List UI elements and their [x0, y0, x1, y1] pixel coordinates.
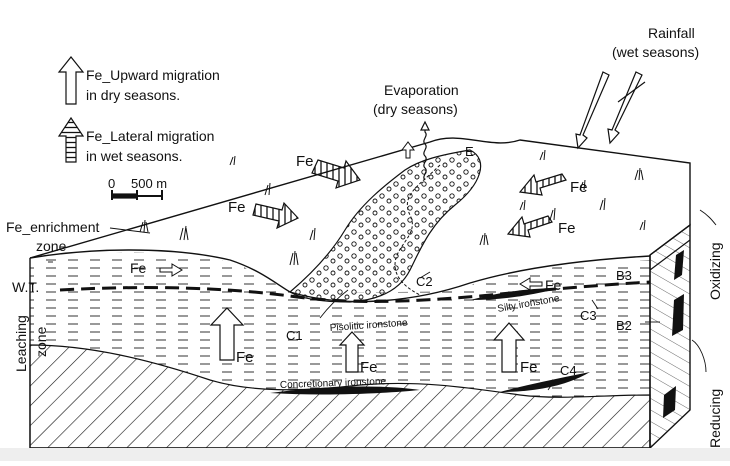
label-b2: B2 [616, 318, 632, 333]
label-b3: B3 [616, 268, 632, 283]
side-face [649, 223, 691, 450]
label-c2: C2 [416, 274, 433, 289]
rainfall-arrows [575, 71, 646, 150]
fe-label-top-1: Fe [296, 153, 314, 170]
label-e: E [465, 144, 474, 159]
rainfall-line2: (wet seasons) [612, 44, 699, 60]
legend-lateral-arrow-icon [57, 116, 85, 163]
top-surface-outline [29, 137, 691, 259]
side-lens-2 [672, 294, 684, 336]
leaching-line2: zone [33, 326, 49, 357]
side-face-outline [649, 223, 691, 450]
fe-label-leach-2: Fe [360, 359, 378, 376]
legend-lateral-line1: Fe_Lateral migration [86, 128, 214, 144]
fe-label-enrich-1: Fe [130, 260, 147, 276]
fe-label-top-2: Fe [228, 199, 246, 216]
concretionary-ironstone-lens-2 [500, 372, 590, 392]
evaporation-line1: Evaporation [384, 82, 459, 98]
label-c1: C1 [286, 328, 303, 343]
water-table-label: W.T. [12, 279, 39, 295]
silty-ironstone-lens [470, 288, 560, 300]
fe-enrichment-line1: Fe_enrichment [6, 219, 99, 235]
fe-label-enrich-2: Fe [545, 277, 562, 293]
concretionary-ironstone-label: Concretionary ironstone [280, 376, 387, 391]
top-surface [29, 137, 691, 303]
rainfall-line1: Rainfall [648, 25, 695, 41]
lateral-arrow-4 [506, 215, 553, 238]
oxidizing-label: Oxidizing [707, 242, 723, 300]
leaching-line1: Leaching [13, 315, 29, 372]
legend-upward-line2: in dry seasons. [86, 87, 180, 103]
rain-leader [617, 81, 646, 103]
side-lens-3 [663, 386, 676, 418]
fe-label-leach-1: Fe [236, 349, 254, 366]
scale-zero: 0 [108, 176, 115, 191]
fe-label-leach-3: Fe [520, 359, 538, 376]
upward-arrow-2 [338, 331, 366, 373]
rain-arrow-1 [575, 71, 610, 150]
upward-arrow-3 [492, 322, 526, 373]
pisolitic-channel [288, 149, 482, 303]
legend-upward-line1: Fe_Upward migration [86, 67, 220, 83]
bottom-bar [0, 448, 730, 461]
lateral-arrow-3 [518, 173, 567, 196]
leader-lines [48, 209, 717, 391]
concretionary-ironstone-lens [270, 386, 420, 395]
label-c4: C4 [560, 363, 577, 378]
small-arrows [159, 141, 543, 291]
lateral-arrows [252, 159, 567, 238]
fe-enrichment-line2: zone [36, 238, 67, 254]
water-table-line [59, 280, 651, 303]
lateral-arrow-2 [252, 201, 299, 230]
side-surface-line [649, 239, 691, 271]
grass-tufts [139, 149, 646, 266]
pisolitic-ironstone-label: Pisolitic ironstone [329, 318, 408, 334]
reducing-label: Reducing [707, 389, 723, 448]
scale-label: 500 m [131, 176, 167, 191]
legend-upward-arrow-icon [57, 56, 85, 105]
upward-arrow-1 [209, 307, 245, 361]
rain-arrow-2 [607, 71, 643, 145]
channel-meander [394, 164, 441, 296]
legend-lateral-line2: in wet seasons. [86, 148, 183, 164]
evaporation-arrow [420, 120, 430, 181]
evaporation-line2: (dry seasons) [373, 101, 458, 117]
leaching-zone-layer [30, 290, 650, 398]
fe-label-top-4: Fe [558, 220, 576, 237]
fe-label-top-3: Fe [570, 179, 588, 196]
label-c3: C3 [580, 308, 597, 323]
lateral-arrow-1 [311, 159, 361, 189]
text-labels: Fe_Upward migration in dry seasons. Fe_L… [6, 25, 723, 448]
legend-glyphs [57, 56, 163, 200]
bedrock-layer [29, 344, 651, 449]
side-lens-1 [674, 250, 684, 280]
upward-arrows [209, 307, 526, 373]
